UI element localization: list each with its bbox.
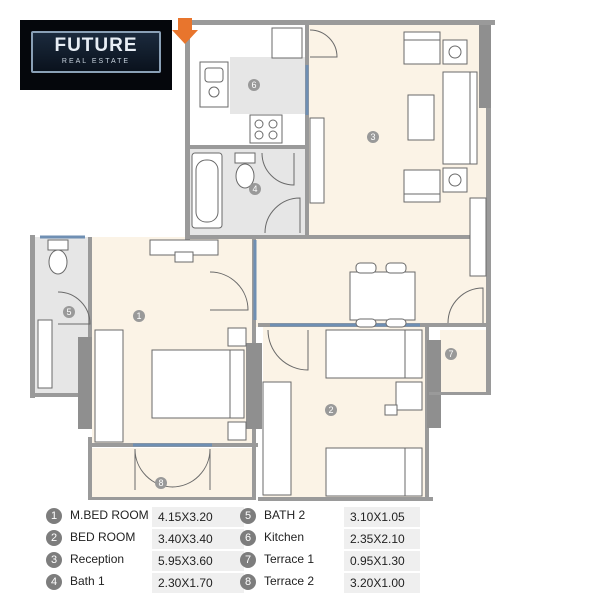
bath1-fixtures xyxy=(191,152,301,234)
double-bed-icon xyxy=(151,349,245,419)
bath2-fixtures xyxy=(37,239,91,389)
room-marker-3: 3 xyxy=(370,132,375,142)
fridge-icon xyxy=(271,27,303,59)
wardrobe-icon xyxy=(94,329,124,443)
room-marker-7: 7 xyxy=(448,349,453,359)
room-markers: 1 2 3 4 5 6 7 8 xyxy=(63,79,457,489)
room-marker-6: 6 xyxy=(251,80,256,90)
toilet-icon xyxy=(235,163,255,189)
coffee-table-icon xyxy=(407,94,435,141)
terrace2-doors xyxy=(134,448,211,490)
desk-icon xyxy=(395,381,423,411)
toilet-icon xyxy=(48,249,68,275)
walls xyxy=(30,20,495,501)
stove-icon xyxy=(249,114,283,144)
side-table-icon xyxy=(442,39,468,65)
entrance-arrow-icon xyxy=(172,18,198,44)
brand-tagline: REAL ESTATE xyxy=(61,58,131,65)
room-marker-8: 8 xyxy=(158,478,163,488)
brand-logo: FUTURE REAL ESTATE xyxy=(20,20,172,90)
room-marker-1: 1 xyxy=(136,311,141,321)
brand-name: FUTURE xyxy=(54,35,138,56)
dining-table-icon xyxy=(349,271,416,321)
bedroom-furniture xyxy=(262,329,423,497)
room-marker-2: 2 xyxy=(328,405,333,415)
reception-furniture xyxy=(309,31,487,328)
shower-icon xyxy=(37,319,53,389)
wardrobe-icon xyxy=(262,381,292,496)
tv-unit-icon xyxy=(309,117,325,204)
brand-logo-frame: FUTURE REAL ESTATE xyxy=(31,31,161,73)
master-bedroom-furniture xyxy=(94,239,249,443)
room-marker-4: 4 xyxy=(252,184,257,194)
kitchen-fixtures xyxy=(199,27,338,144)
room-marker-5: 5 xyxy=(66,307,71,317)
